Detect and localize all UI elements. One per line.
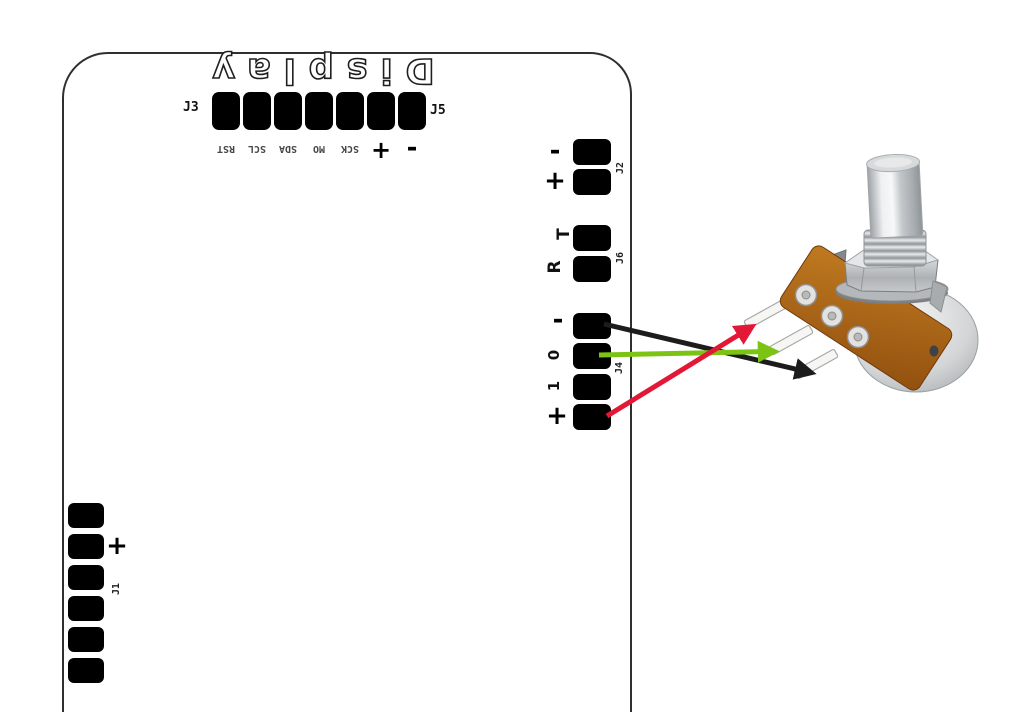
green-wire <box>598 340 780 363</box>
pot-pin-2 <box>768 325 814 355</box>
top-pad-5 <box>336 92 364 130</box>
display-title-text: Display <box>199 50 434 90</box>
red-wire <box>605 323 757 419</box>
j1-pad-1 <box>68 503 104 528</box>
black-wire <box>603 321 817 380</box>
j1-label-plus: + <box>106 531 128 561</box>
j4-pad-plus <box>573 404 611 430</box>
pot-nut-edge <box>913 266 917 293</box>
j1-pad-4 <box>68 596 104 621</box>
pin-label-plus-top: + <box>370 136 392 164</box>
pot-rivets <box>794 283 870 349</box>
j3-ref-label: J3 <box>183 100 199 115</box>
top-pad-3 <box>274 92 302 130</box>
j1-pad-2 <box>68 534 104 559</box>
j1-pad-3 <box>68 565 104 590</box>
j1-pad-5 <box>68 627 104 652</box>
top-pad-1 <box>212 92 240 130</box>
pcb-outline <box>62 52 632 712</box>
j6-pad-r <box>573 256 611 282</box>
j4-pad-1 <box>573 374 611 400</box>
pot-locating-tab <box>929 280 948 313</box>
j2-pad-minus <box>573 139 611 165</box>
j1-pad-6 <box>68 658 104 683</box>
top-pad-7 <box>398 92 426 130</box>
top-pad-4 <box>305 92 333 130</box>
j4-label-minus: - <box>552 305 564 335</box>
display-silkscreen-title: Display <box>199 49 436 91</box>
j2-label-minus: - <box>549 136 561 166</box>
j4-label-plus: + <box>546 401 568 431</box>
pot-nut-edge <box>860 267 865 292</box>
top-pad-6 <box>367 92 395 130</box>
wires <box>598 321 817 419</box>
potentiometer-photo <box>743 153 979 393</box>
j6-pad-t <box>573 225 611 251</box>
j2-label-plus: + <box>544 166 566 196</box>
j2-pad-plus <box>573 169 611 195</box>
pot-case-hole <box>929 345 939 357</box>
top-pad-2 <box>243 92 271 130</box>
pin-label-minus-top: - <box>406 133 418 163</box>
pot-shaft <box>866 153 924 239</box>
j5-ref-label: J5 <box>430 103 446 118</box>
pot-pin-3 <box>793 349 839 379</box>
